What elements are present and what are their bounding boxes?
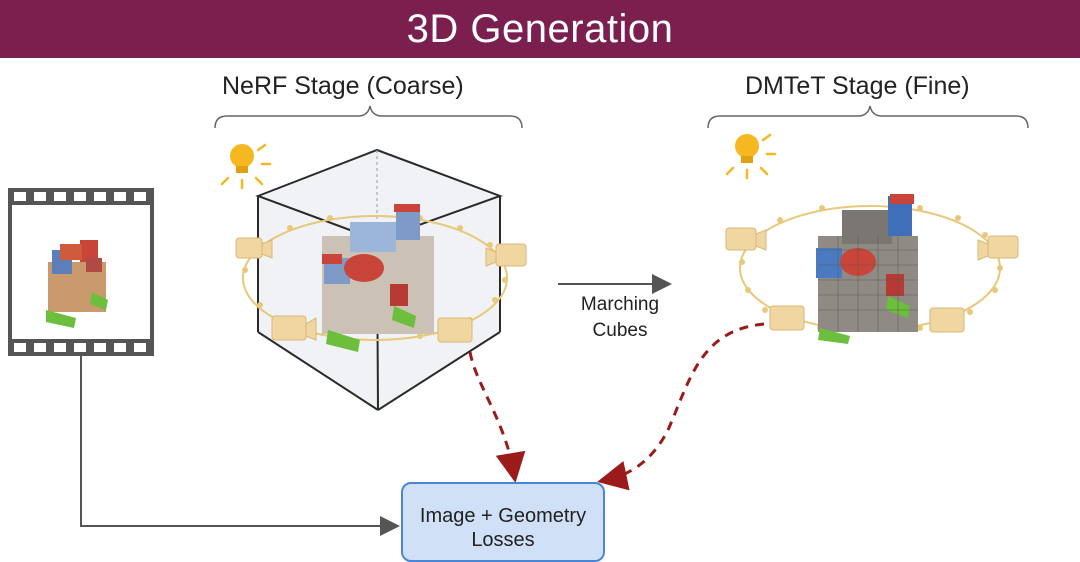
camera-icon <box>977 235 1019 261</box>
camera-icon <box>725 227 767 251</box>
camera-icon <box>271 315 317 341</box>
input-image-filmstrip <box>8 188 154 356</box>
nerf-castle-object <box>322 204 434 352</box>
dmtet-castle-object <box>816 194 918 344</box>
page-title: 3D Generation <box>406 6 674 51</box>
loss-box: Image + Geometry Losses <box>401 482 605 562</box>
camera-icon <box>485 243 527 267</box>
dmtet-stage-label: DMTeT Stage (Fine) <box>745 72 970 100</box>
marching-cubes-line1: Marching <box>580 294 660 315</box>
light-bulb-icon <box>220 143 272 190</box>
nerf-stage-label: NeRF Stage (Coarse) <box>222 72 464 100</box>
camera-icon <box>929 307 965 333</box>
dmtet-loss-arrow <box>597 322 765 491</box>
nerf-loss-arrow <box>468 351 526 483</box>
marching-cubes-line2: Cubes <box>592 320 648 341</box>
camera-icon <box>235 237 273 259</box>
pipeline-diagram <box>8 105 1029 536</box>
input-castle-object <box>46 240 108 328</box>
input-to-loss-arrow <box>80 356 400 536</box>
title-banner: 3D Generation <box>0 0 1080 58</box>
light-bulb-icon <box>725 133 777 180</box>
nerf-brace <box>214 105 523 129</box>
camera-icon <box>769 305 805 331</box>
loss-box-line1: Image + Geometry <box>419 505 587 527</box>
dmtet-brace <box>707 105 1029 129</box>
marching-cubes-label: Marching Cubes <box>560 292 680 344</box>
camera-icon <box>437 317 473 343</box>
loss-box-line2: Losses <box>471 529 535 551</box>
